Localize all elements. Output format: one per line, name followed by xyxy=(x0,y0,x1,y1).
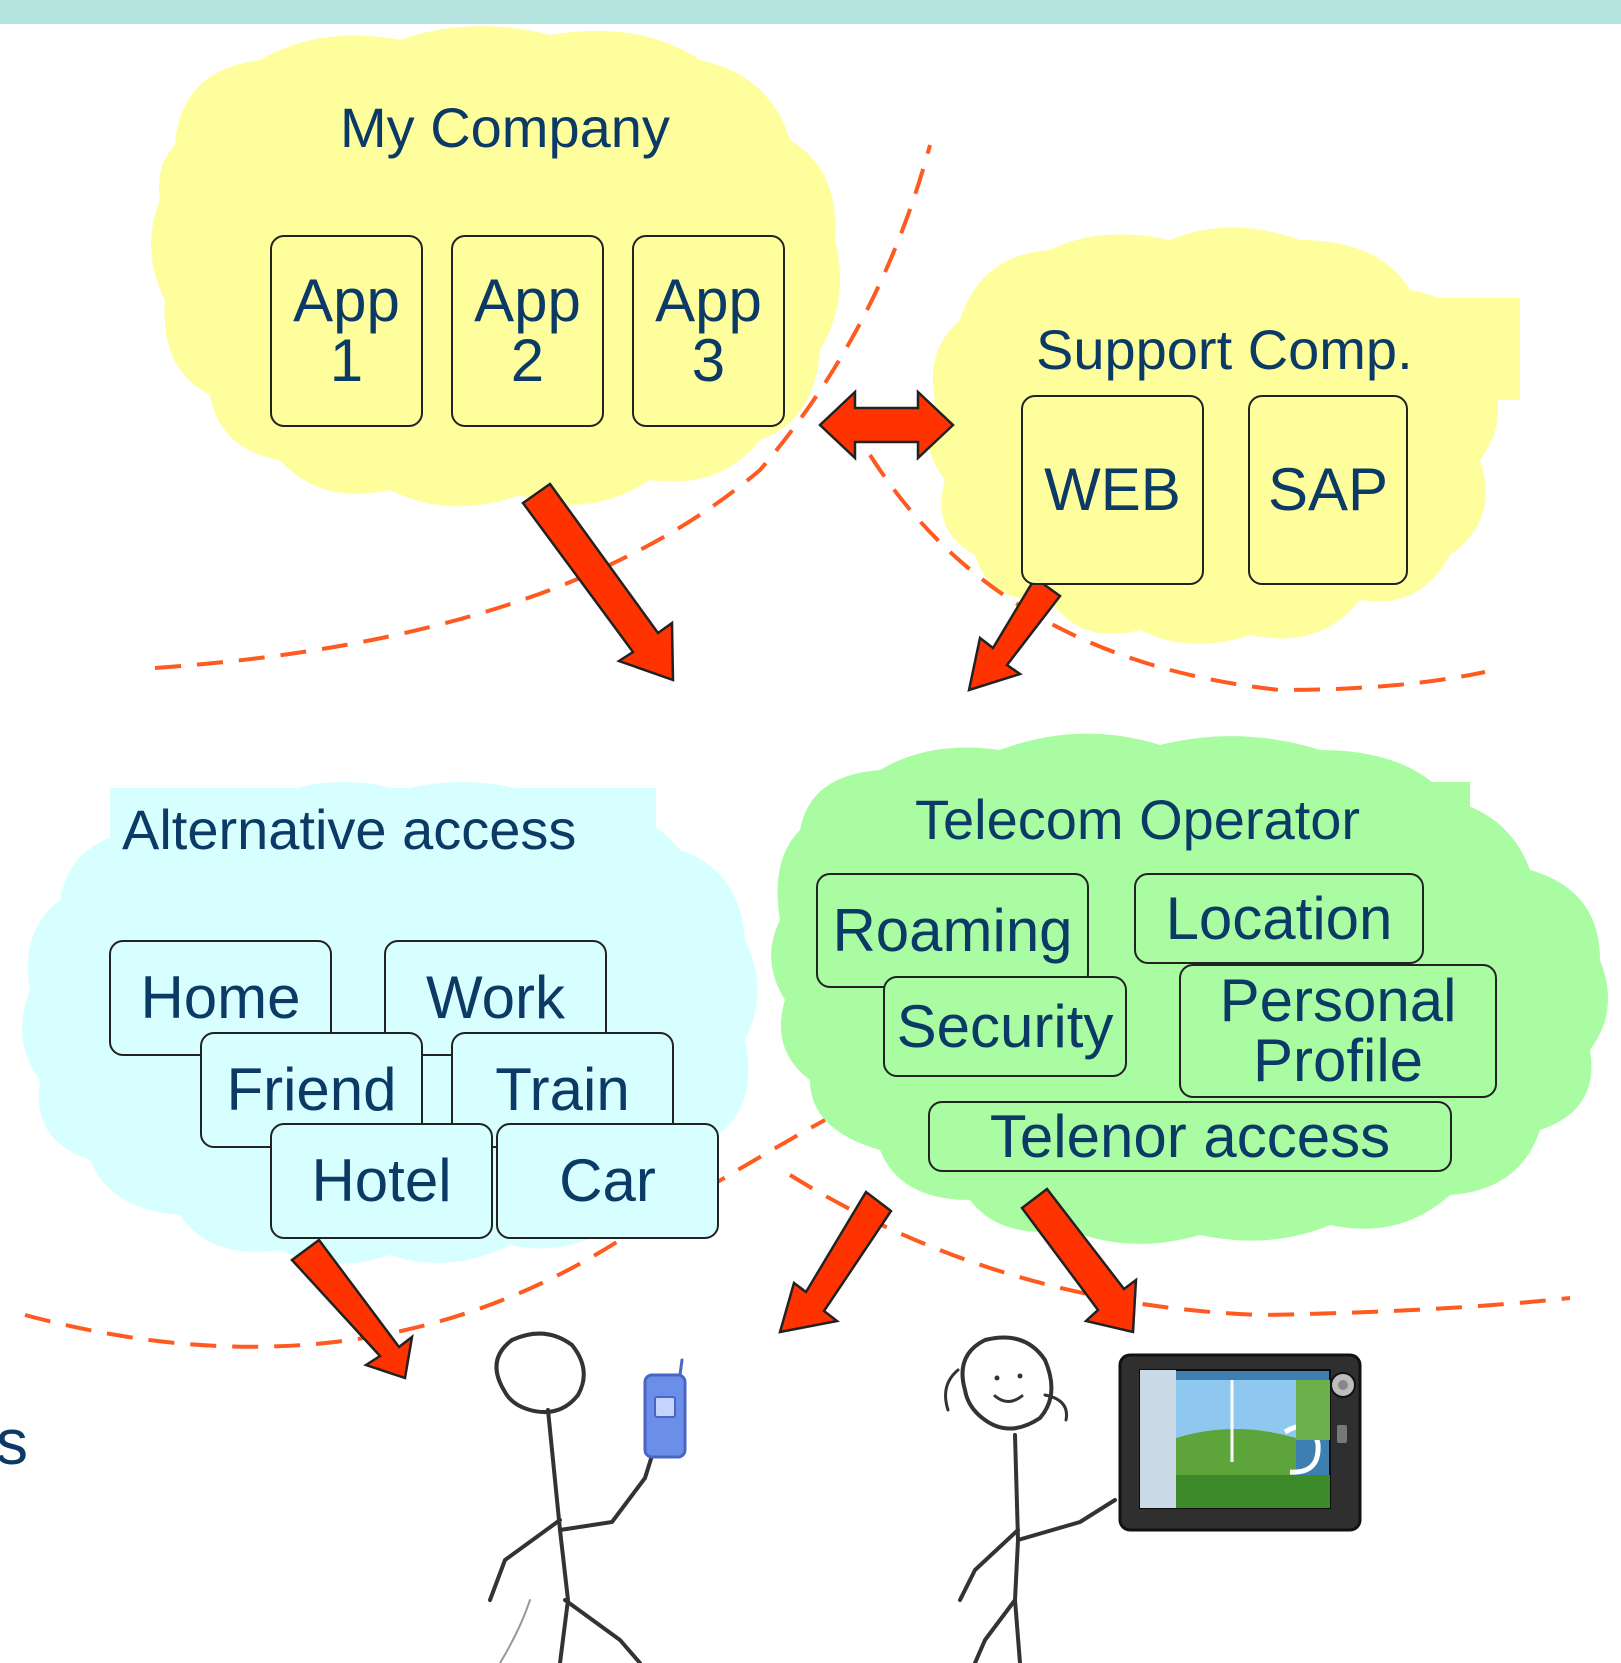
arrow-access-to-user xyxy=(290,1238,414,1380)
sap-box: SAP xyxy=(1248,395,1408,585)
place-car: Car xyxy=(496,1123,719,1239)
bidirectional-arrow xyxy=(818,389,955,461)
stick-figure-with-phone xyxy=(488,1331,687,1663)
boundary-company xyxy=(154,144,932,670)
boundary-telecom xyxy=(788,1173,1571,1318)
support-title: Support Comp. xyxy=(1036,318,1413,381)
top-bar xyxy=(0,0,1621,24)
app-2-number: 2 xyxy=(510,327,545,394)
boundary-access xyxy=(24,1118,826,1349)
arrow-support-to-telecom xyxy=(967,576,1062,692)
web-box: WEB xyxy=(1021,395,1204,585)
arrow-telecom-to-mobile-user xyxy=(1020,1187,1138,1334)
arrow-company-to-access xyxy=(521,482,675,682)
access-title: Alternative access xyxy=(122,798,577,861)
telecom-title: Telecom Operator xyxy=(915,788,1361,851)
service-telenor-access: Telenor access xyxy=(928,1101,1452,1172)
service-security: Security xyxy=(883,976,1127,1077)
arrow-telecom-to-user xyxy=(778,1190,893,1334)
stick-figure-with-tablet xyxy=(944,1335,1117,1663)
app-2-label: App xyxy=(474,267,581,334)
personal-profile-line2: Profile xyxy=(1252,1027,1424,1094)
flow-arrows xyxy=(290,389,1138,1380)
company-title: My Company xyxy=(340,96,670,159)
app-1-label: App xyxy=(293,267,400,334)
app-1-number: 1 xyxy=(329,327,364,394)
personal-profile-line1: Personal xyxy=(1219,967,1457,1034)
place-hotel: Hotel xyxy=(270,1123,493,1239)
zone-boundaries xyxy=(24,144,1571,1349)
service-roaming: Roaming xyxy=(816,873,1089,988)
service-location: Location xyxy=(1134,873,1424,964)
edge-text-fragment: s xyxy=(0,1406,28,1478)
app-3-label: App xyxy=(655,267,762,334)
app-3-number: 3 xyxy=(691,327,726,394)
support-cloud xyxy=(927,227,1520,644)
tablet-device-icon xyxy=(1118,1353,1362,1532)
